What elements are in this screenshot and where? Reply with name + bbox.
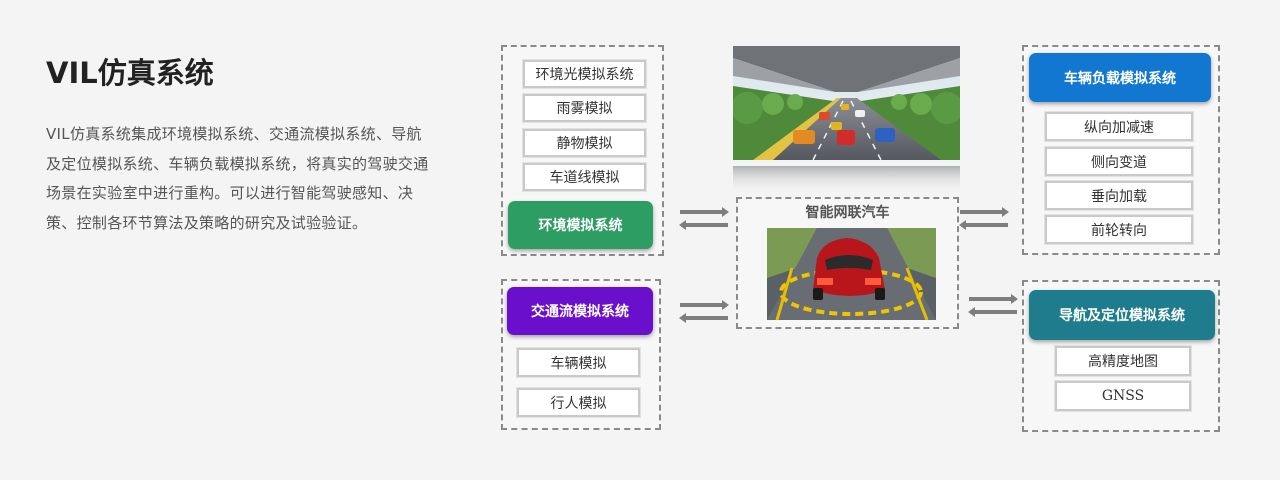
page-description: VIL仿真系统集成环境模拟系统、交通流模拟系统、导航及定位模拟系统、车辆负载模拟… <box>46 125 429 232</box>
sync-arrows-environment <box>679 207 729 230</box>
connected-vehicle-label: 智能网联汽车 <box>805 205 890 221</box>
sync-arrows-vehicle-load <box>959 207 1009 230</box>
load-item-lateral: 侧向变道 <box>1045 147 1193 176</box>
page-title: VIL仿真系统 <box>46 56 214 90</box>
traffic-header: 交通流模拟系统 <box>507 287 653 335</box>
env-item-static-objects: 静物模拟 <box>523 129 646 157</box>
load-item-vertical: 垂向加载 <box>1045 181 1193 210</box>
traffic-item-vehicles: 车辆模拟 <box>517 348 640 377</box>
nav-item-gnss: GNSS <box>1055 381 1191 411</box>
environment-header: 环境模拟系统 <box>508 201 653 249</box>
highway-scene-image <box>733 46 960 160</box>
navigation-header: 导航及定位模拟系统 <box>1029 290 1215 340</box>
env-item-ambient-light: 环境光模拟系统 <box>523 60 646 88</box>
load-item-longitudinal: 纵向加减速 <box>1045 112 1193 141</box>
traffic-item-pedestrians: 行人模拟 <box>517 388 640 417</box>
load-item-front-steering: 前轮转向 <box>1045 215 1193 244</box>
highway-scene-reflection <box>733 166 960 194</box>
sync-arrows-navigation <box>968 294 1018 317</box>
connected-vehicle-image <box>767 228 936 320</box>
vehicle-load-header: 车辆负载模拟系统 <box>1029 53 1211 102</box>
sync-arrows-traffic <box>679 300 729 323</box>
env-item-lane-lines: 车道线模拟 <box>523 163 646 191</box>
nav-item-hd-map: 高精度地图 <box>1055 346 1191 376</box>
env-item-rain-fog: 雨雾模拟 <box>523 94 646 122</box>
